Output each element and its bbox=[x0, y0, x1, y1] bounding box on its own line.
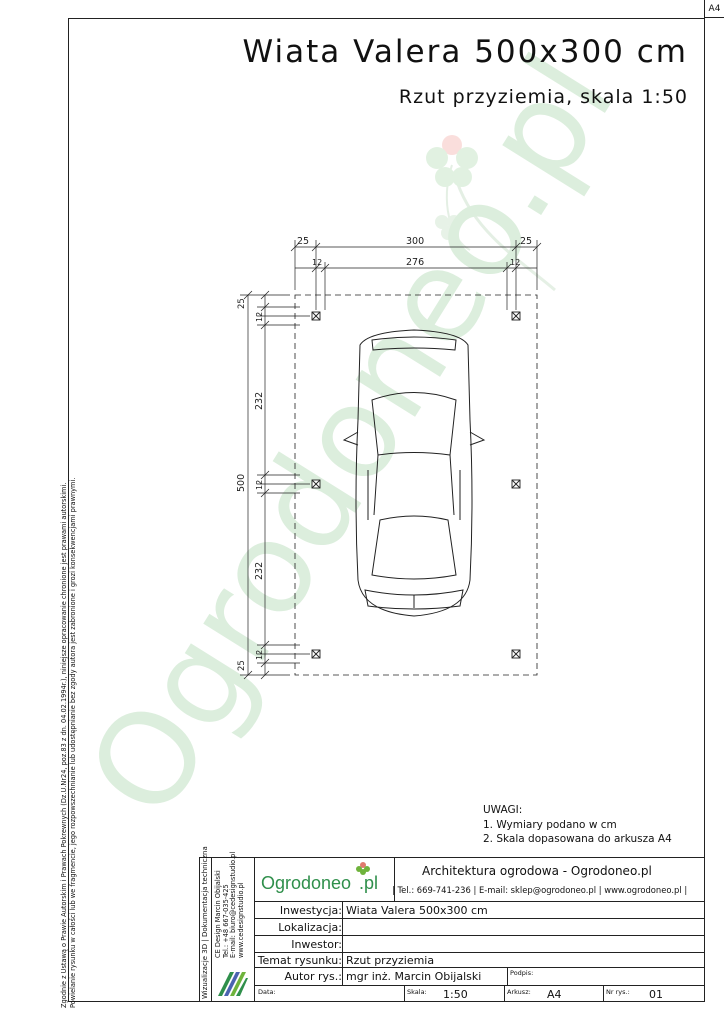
notes-item: 1. Wymiary podano w cm bbox=[483, 818, 617, 831]
arkusz-value: A4 bbox=[547, 988, 562, 1001]
dim-left-outer: 500 bbox=[236, 474, 247, 492]
nr-rys-label: Nr rys.: bbox=[606, 988, 630, 996]
dim-left-inner-5: 232 bbox=[254, 562, 265, 580]
skala-label: Skala: bbox=[407, 988, 427, 996]
temat-label: Temat rysunku: bbox=[257, 954, 342, 967]
notes: UWAGI: 1. Wymiary podano w cm 2. Skala d… bbox=[483, 803, 672, 847]
company-name: Architektura ogrodowa - Ogrodoneo.pl bbox=[422, 864, 652, 878]
contact-strip: CE Design Marcin Obijalski Tel.: +48 667… bbox=[212, 852, 255, 1001]
post bbox=[511, 311, 521, 321]
row-autor: Autor rys.: mgr inż. Marcin Obijalski Po… bbox=[255, 968, 704, 986]
skala-value: 1:50 bbox=[443, 988, 468, 1001]
data-label: Data: bbox=[258, 988, 276, 996]
post bbox=[511, 479, 521, 489]
contact-www: www.cedesignstudio.pl bbox=[236, 882, 245, 958]
logo-suffix: .pl bbox=[359, 873, 379, 893]
car-symbol bbox=[342, 329, 486, 617]
post bbox=[311, 649, 321, 659]
format-tab: A4 bbox=[704, 0, 724, 18]
post bbox=[311, 311, 321, 321]
ogrodoneo-logo: Ogrodoneo .pl bbox=[255, 858, 395, 902]
dim-left-inner-3: 232 bbox=[254, 392, 265, 410]
company-area: Architektura ogrodowa - Ogrodoneo.pl | T… bbox=[392, 858, 704, 902]
post bbox=[311, 479, 321, 489]
nr-rys-value: 01 bbox=[649, 988, 663, 1001]
side-label: Wizualizacje 3D | Dokumentacja techniczn… bbox=[201, 846, 209, 999]
row-inwestycja: Inwestycja: Wiata Valera 500x300 cm bbox=[255, 902, 704, 919]
inwestycja-value: Wiata Valera 500x300 cm bbox=[346, 904, 488, 917]
row-lokalizacja: Lokalizacja: bbox=[255, 919, 704, 936]
dim-top-outer-left: 25 bbox=[297, 236, 309, 247]
dim-left-inner-6: 12 bbox=[255, 650, 264, 660]
row-temat: Temat rysunku: Rzut przyziemia bbox=[255, 953, 704, 968]
drawing-title: Wiata Valera 500x300 cm bbox=[242, 34, 688, 70]
lokalizacja-label: Lokalizacja: bbox=[278, 921, 342, 934]
dim-top-inner-right: 12 bbox=[510, 258, 520, 267]
arkusz-label: Arkusz: bbox=[507, 988, 531, 996]
dim-top-outer-right: 25 bbox=[520, 236, 532, 247]
dim-left-inner-4: 12 bbox=[255, 480, 264, 490]
roof-outline bbox=[294, 294, 538, 676]
logo-text: Ogrodoneo bbox=[261, 873, 352, 893]
flower-icon bbox=[356, 862, 370, 875]
temat-value: Rzut przyziemia bbox=[346, 954, 435, 967]
drawing-subtitle: Rzut przyziemia, skala 1:50 bbox=[398, 86, 688, 108]
title-block: Wizualizacje 3D | Dokumentacja techniczn… bbox=[199, 846, 705, 1002]
inwestycja-label: Inwestycja: bbox=[279, 904, 342, 917]
side-strip: Wizualizacje 3D | Dokumentacja techniczn… bbox=[200, 846, 212, 1001]
dim-top-inner-middle: 276 bbox=[406, 257, 424, 268]
company-contact: | Tel.: 669-741-236 | E-mail: sklep@ogro… bbox=[392, 885, 688, 895]
autor-value: mgr inż. Marcin Obijalski bbox=[346, 970, 482, 983]
inwestor-label: Inwestor: bbox=[291, 938, 342, 951]
ce-design-logo bbox=[218, 972, 248, 996]
posts bbox=[311, 311, 521, 659]
post bbox=[511, 649, 521, 659]
row-bottom: Data: Skala: 1:50 Arkusz: A4 Nr rys.: 01 bbox=[255, 986, 704, 1001]
notes-heading: UWAGI: bbox=[483, 804, 523, 816]
podpis-label: Podpis: bbox=[510, 969, 534, 977]
dim-left-inner-2: 12 bbox=[255, 312, 264, 322]
notes-item: 2. Skala dopasowana do arkusza A4 bbox=[483, 833, 672, 845]
dim-left-inner-7: 25 bbox=[237, 660, 247, 671]
dim-left-inner-1: 25 bbox=[237, 298, 247, 309]
dim-top-inner-left: 12 bbox=[312, 258, 322, 267]
autor-label: Autor rys.: bbox=[284, 970, 342, 983]
row-inwestor: Inwestor: bbox=[255, 936, 704, 953]
dim-top-outer-middle: 300 bbox=[406, 236, 424, 247]
flower-logo-watermark bbox=[426, 135, 556, 292]
